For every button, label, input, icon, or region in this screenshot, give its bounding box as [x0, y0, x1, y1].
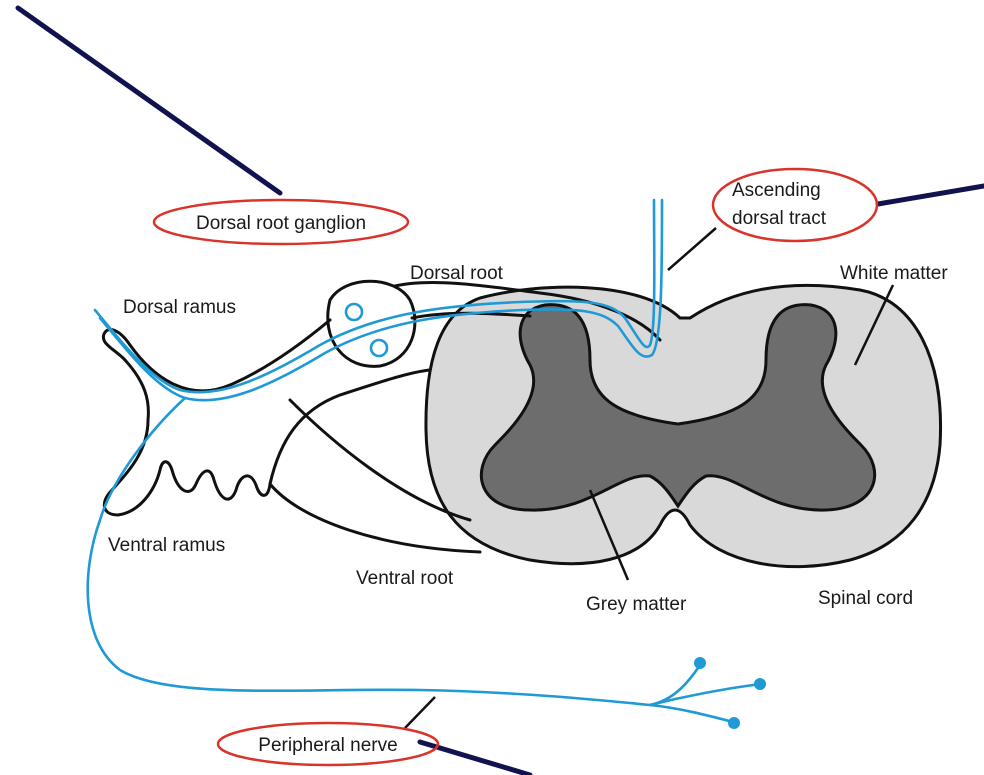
- ascending-tract-label-line1: Ascending: [732, 180, 821, 201]
- ascending-tract-label-line2: dorsal tract: [732, 208, 827, 229]
- peripheral-nerve-branch-low: [650, 705, 733, 722]
- ventral-ramus-label: Ventral ramus: [108, 535, 225, 556]
- ganglion-cell-body-upper: [346, 304, 362, 320]
- peripheral-nerve-label: Peripheral nerve: [258, 735, 397, 756]
- grey-matter-label: Grey matter: [586, 594, 687, 615]
- dorsal-root-label: Dorsal root: [410, 263, 504, 284]
- nerve-ending-top: [694, 657, 706, 669]
- peripheral-nerve-branch-mid: [650, 684, 760, 705]
- dorsal-ramus-label: Dorsal ramus: [123, 297, 236, 318]
- peripheral-nerve-leader: [405, 697, 435, 728]
- white-matter-label: White matter: [840, 263, 948, 284]
- nerve-ending-low: [728, 717, 740, 729]
- spinal-cord-label: Spinal cord: [818, 588, 913, 609]
- ganglion-cell-body-lower: [371, 340, 387, 356]
- dorsal-root-ganglion-label: Dorsal root ganglion: [196, 213, 366, 234]
- ventral-root-label: Ventral root: [356, 568, 454, 589]
- ganglion-pointer-line: [18, 8, 280, 193]
- ascending-tract-pointer-line: [878, 186, 984, 204]
- nerve-ending-mid: [754, 678, 766, 690]
- ascending-tract-leader: [668, 228, 716, 270]
- ventral-ramus-outline: [104, 370, 430, 515]
